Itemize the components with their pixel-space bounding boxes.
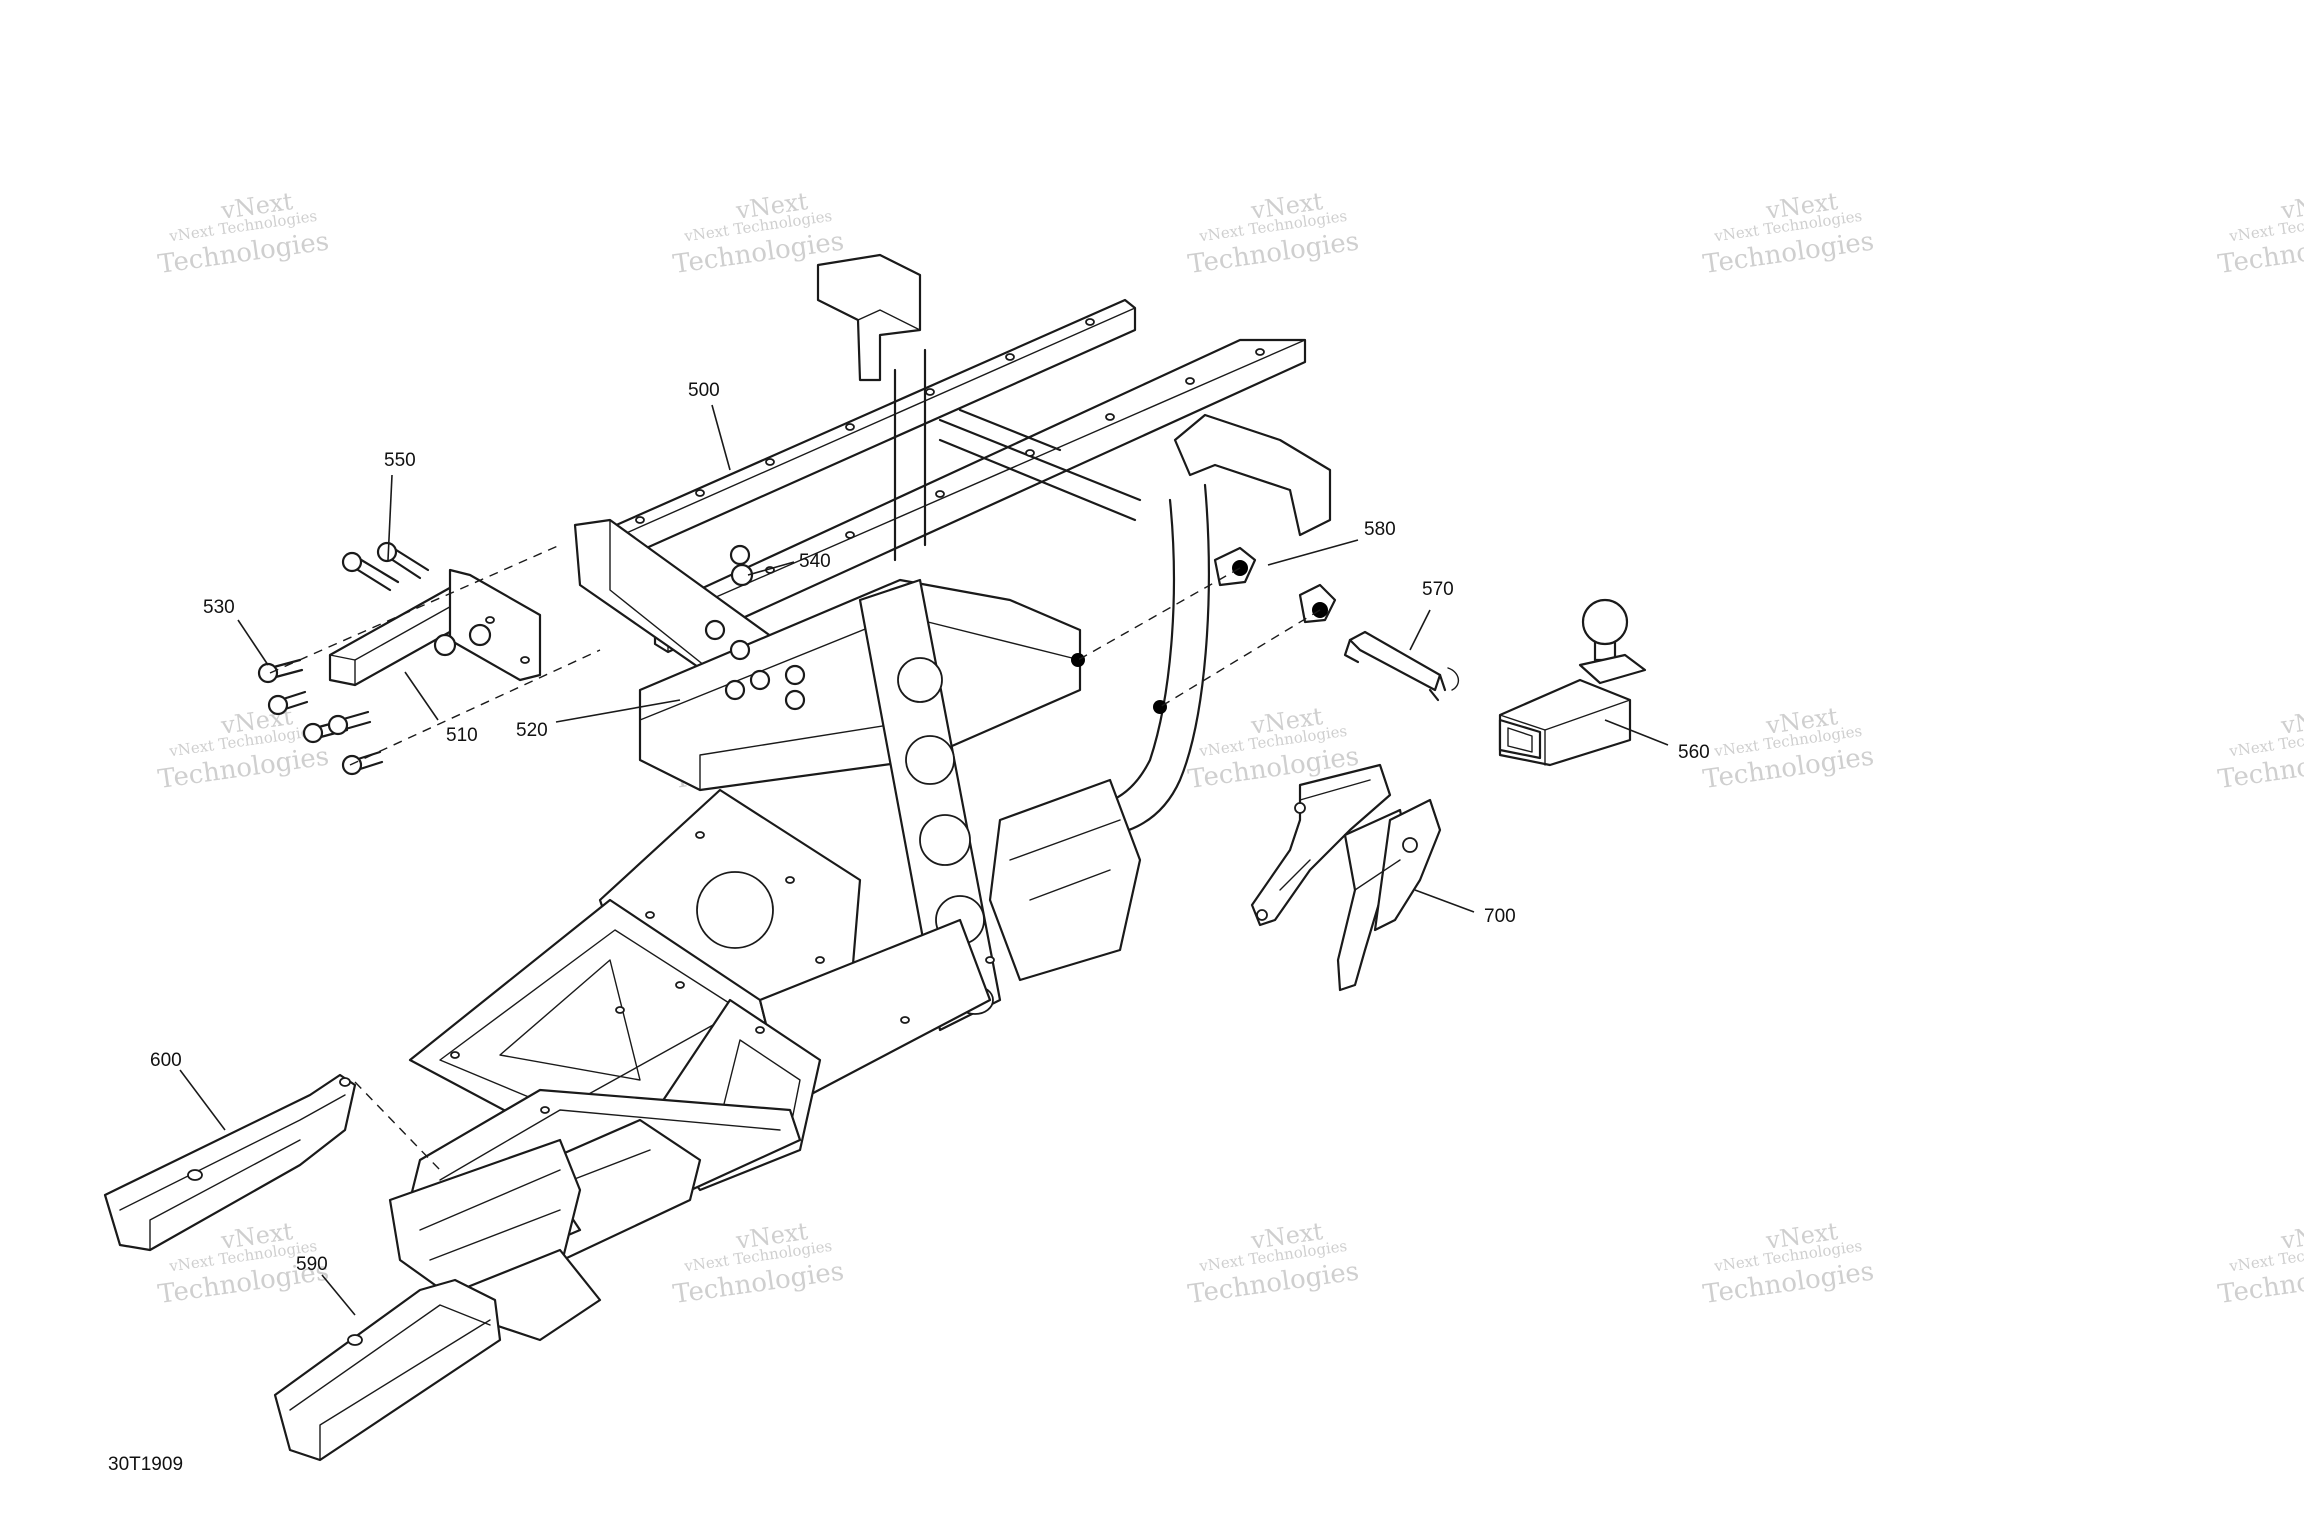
- mounting-hole: [935, 490, 945, 498]
- mounting-hole: [615, 1006, 625, 1014]
- callout-530: 530: [203, 597, 235, 618]
- mounting-hole: [695, 489, 705, 497]
- callout-540: 540: [799, 551, 831, 572]
- callout-550: 550: [384, 450, 416, 471]
- mounting-hole: [635, 516, 645, 524]
- callout-600: 600: [150, 1050, 182, 1071]
- part-560-ball-hitch: [1498, 598, 1647, 767]
- assembly-lines: [269, 544, 1321, 1171]
- mounting-hole: [785, 876, 795, 884]
- part-700-receiver-bracket: [1250, 763, 1442, 992]
- leader-lines: [179, 404, 1669, 1316]
- mounting-hole: [845, 531, 855, 539]
- mounting-hole: [845, 423, 855, 431]
- callout-570: 570: [1422, 579, 1454, 600]
- mounting-hole: [675, 981, 685, 989]
- mounting-hole: [1005, 353, 1015, 361]
- mounting-hole: [1105, 413, 1115, 421]
- part-590-rear-tube: [273, 1278, 502, 1462]
- mounting-hole: [450, 1051, 460, 1059]
- mounting-hole: [1185, 377, 1195, 385]
- callout-labels: 500 510 520 530 540 550 560 570 580 590 …: [108, 380, 1710, 1475]
- watermark-text: vNext: [2278, 702, 2304, 740]
- mounting-hole: [1255, 348, 1265, 356]
- callout-580: 580: [1364, 519, 1396, 540]
- mounting-hole: [1025, 449, 1035, 457]
- watermark-text: vNext: [2278, 1217, 2304, 1255]
- part-510-bracket: [328, 568, 542, 687]
- mounting-hole: [645, 911, 655, 919]
- mounting-hole: [1085, 318, 1095, 326]
- mounting-hole: [985, 956, 995, 964]
- mounting-hole: [900, 1016, 910, 1024]
- fasteners: [257, 541, 806, 776]
- part-580-nut-plates: [1071, 546, 1337, 714]
- callout-510: 510: [446, 725, 478, 746]
- callout-520: 520: [516, 720, 548, 741]
- mounting-hole: [540, 1106, 550, 1114]
- mounting-hole: [695, 831, 705, 839]
- part-600-rear-plate: [103, 1073, 357, 1252]
- figure-id: 30T1909: [108, 1454, 183, 1475]
- mounting-hole: [755, 1026, 765, 1034]
- callout-560: 560: [1678, 742, 1710, 763]
- watermark-text: vNext: [2278, 187, 2304, 225]
- mounting-hole: [765, 458, 775, 466]
- callout-500: 500: [688, 380, 720, 401]
- callout-590: 590: [296, 1254, 328, 1275]
- mounting-hole: [815, 956, 825, 964]
- part-570-hitch-pin: [1343, 630, 1459, 702]
- mounting-hole: [925, 388, 935, 396]
- callout-700: 700: [1484, 906, 1516, 927]
